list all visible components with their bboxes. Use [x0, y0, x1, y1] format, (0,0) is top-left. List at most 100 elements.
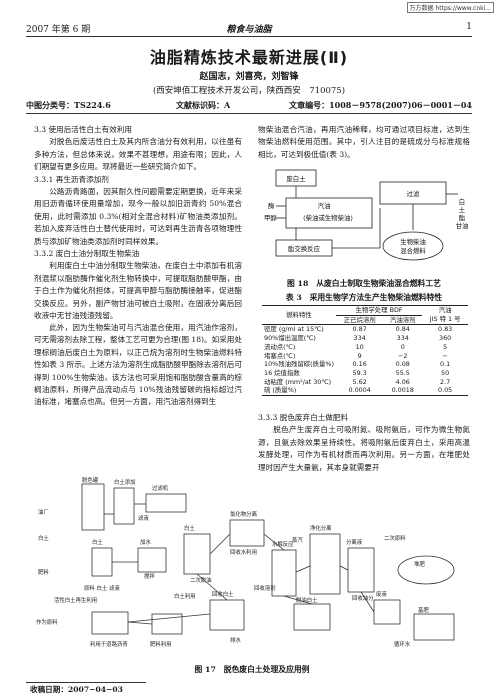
figure-17-label: 水解反应 — [272, 540, 294, 548]
article-meta: 中图分类号：TS224.6 文献标识码：A 文章编号：1008－9578(200… — [26, 100, 472, 112]
figure-17-caption: 图 17 脱色废白土处理及应用例 — [194, 665, 310, 674]
figure-17-label: 作为原料 — [36, 618, 58, 626]
page-number: 1 — [466, 22, 472, 32]
road-asphalt-box — [91, 611, 129, 635]
figure-17-label: 废液 — [376, 590, 387, 598]
figure-17-label: 肥料利用 — [150, 640, 172, 648]
table-3-head-diesel: 汽油 — [438, 306, 452, 315]
figure-17-label: 白土 — [38, 534, 49, 542]
chloride-separator — [229, 519, 265, 547]
section-3-3-1-heading: 3.3.1 再生沥青添加剂 — [34, 174, 109, 184]
figure-17-label: 肥料 — [38, 568, 49, 576]
figure-17-label: 活性白土再生利用 — [54, 596, 97, 604]
section-3-3-2-text-2: 此外，因为生物柴油可与汽油混合使用，用汽油作溶剂，可无需溶剂去除工程，整体工艺可… — [34, 323, 242, 407]
secondary-deoil-tank — [183, 533, 211, 575]
table-3-cell-b: 0.84 — [395, 325, 410, 334]
hydrolysis-reactor — [271, 549, 297, 597]
table-3-sub-2: 汽油溶剂 — [383, 315, 423, 326]
footer-rule — [26, 682, 146, 683]
figure-17-label: 脱油白土 — [296, 596, 318, 604]
received-date: 收稿日期：2007−04−03 — [30, 685, 123, 694]
table-3-cell-b: 55.5 — [395, 368, 410, 377]
clay-stack-0: 白 — [459, 197, 465, 206]
table-3-cell-a: 9 — [357, 351, 362, 360]
right-top-text: 物柴油混合汽油，再用汽油稀释，均可通过项目标准，达到生物柴油燃料使用范围。其中，… — [258, 125, 470, 159]
article-authors: 赵国志，刘喜亮，刘智锋 — [199, 72, 299, 82]
figure-17-label: 循环水 — [394, 640, 411, 648]
table-3-cell-b: 0.08 — [395, 360, 410, 369]
figure-17-label: 白土 — [92, 538, 103, 546]
methanol-label: 甲醇 — [264, 213, 277, 222]
table-3-title: 表 3 采用生物学方法生产生物柴油燃料特性 — [285, 293, 443, 302]
table-3-head-item: 燃料特性 — [262, 305, 336, 326]
table-3-cell-b: −2 — [398, 351, 408, 360]
left-column-continued: 此外，因为生物柴油可与汽油混合使用，用汽油作溶剂，可无需溶剂去除工程，整体工艺可… — [34, 322, 242, 409]
figure-17-label: 回收溶剂 — [254, 584, 276, 592]
decolor-tank — [81, 483, 105, 531]
journal-name: 粮食与油脂 — [226, 25, 272, 35]
table-3-cell-name: 密度 (g/ml at 15℃) — [264, 325, 324, 334]
article-number: 文章编号：1008－9578(2007)06－0001－04 — [289, 100, 472, 110]
table-3-cell-name: 堵塞点(℃) — [264, 351, 296, 360]
product-line-2: 混合燃料 — [400, 246, 426, 255]
table-3-cell-a: 0.0004 — [348, 386, 371, 395]
table-3-cell-c: 0.1 — [440, 360, 451, 369]
issue-label: 2007 年第 6 期 — [26, 25, 91, 35]
figure-17-label: 油厂 — [38, 508, 49, 516]
table-3-cell-c: 2.7 — [440, 377, 451, 386]
table-3-cell-c: 360 — [439, 334, 452, 343]
article-title: 油脂精炼技术最新进展(Ⅱ) — [149, 48, 349, 67]
table-3-cell-a: 10 — [355, 342, 364, 351]
class-number: 中图分类号：TS224.6 — [26, 100, 111, 110]
section-3-3-2-heading: 3.3.2 废白土油分制取生物柴油 — [34, 249, 140, 259]
section-3-3-3-text: 脱色产生废弃白土可吸附氮、吸附氨后，可作为微生物氮源，且氨去除效果呈持续性。将吸… — [258, 425, 470, 472]
clay-feed-tank — [113, 487, 135, 525]
clay-stack-3: 甘油 — [456, 221, 469, 230]
right-column-top: 物柴油混合汽油，再用汽油稀释，均可通过项目标准，达到生物柴油燃料使用范围。其中，… — [258, 124, 470, 161]
water-mixer — [137, 547, 167, 573]
left-column: 3.3 使用后活性白土有效利用 对脱色后废活性白土及其内所含油分有效利用，以往虽… — [34, 124, 242, 323]
figure-17-label: 滤液 — [138, 514, 149, 522]
figure-17-label: 加水 — [140, 538, 151, 546]
separation-column — [347, 547, 375, 593]
meta-rule — [26, 113, 472, 114]
waste-liquid-bin — [373, 599, 401, 625]
table-3-head-group: 生物学处理 BDF — [336, 305, 423, 316]
table-3: 燃料特性 生物学处理 BDF 汽油 正己烷溶剂 汽油溶剂 JIS 特 1 号 密… — [262, 305, 468, 397]
figure-17-diagram: 脱色罐白土添加滤液过滤机白土加水搅拌原料 白土 滤液白土二次脱油氯化物分离回收水… — [36, 476, 455, 648]
figure-17-label: 原料 白土 滤液 — [84, 584, 120, 592]
table-3-row: 堵塞点(℃)9−2− — [262, 352, 468, 361]
figure-17-label: 回收白土 — [212, 590, 234, 598]
table-3-cell-name: 10%残油残留碳(质量%) — [264, 360, 334, 369]
figure-17-label: 白土利用 — [174, 592, 196, 600]
right-column-bottom: 3.3.3 脱色废弃白土做肥料 脱色产生废弃白土可吸附氮、吸附氨后，可作为微生物… — [258, 412, 470, 474]
table-3-cell-c: 0.83 — [437, 325, 453, 334]
figure-17-label: 过滤机 — [152, 484, 169, 492]
figure-17-label: 排水 — [230, 636, 241, 644]
figure-17-label: 二次原料 — [384, 534, 406, 542]
figure-17-label: 搅拌 — [144, 572, 155, 580]
table-3-cell-a: 0.16 — [352, 360, 367, 369]
table-3-row: 10%残油残留碳(质量%) 0.16 0.08 0.1 — [262, 360, 468, 369]
clay-stack-2: 酯 — [459, 214, 466, 222]
filtration-label: 过滤 — [407, 189, 420, 198]
figure-18-caption: 图 18 从废白土制取生物柴油混合燃料工艺 — [287, 279, 441, 288]
transester-label: 酯交换反应 — [288, 244, 321, 253]
figure-17-label: 基肥 — [418, 606, 429, 614]
table-3-cell-a: 5.62 — [352, 377, 367, 386]
figure-17-label: 利用于道路沥青 — [90, 640, 128, 648]
gasoline-label: 汽油 — [318, 201, 331, 210]
section-3-3-1-text: 公路沥青路面，因其耐久性问题需要定期更换，近年来采用旧沥青循环使用量增加，现今一… — [34, 187, 242, 246]
waste-clay-label: 废白土 — [286, 174, 306, 183]
watermark-stamp: 万方数据 https://www.cnki... — [406, 2, 494, 13]
figure-17-label: 堆肥 — [414, 560, 425, 568]
recovered-clay-bin — [209, 599, 245, 631]
table-3-cell-b: 0 — [400, 342, 405, 351]
dewatered-clay-bin — [293, 603, 331, 631]
table-3-cell-name: 90%馏出温度(℃) — [264, 334, 316, 343]
filter-press — [145, 493, 187, 513]
clay-hopper — [91, 547, 113, 577]
